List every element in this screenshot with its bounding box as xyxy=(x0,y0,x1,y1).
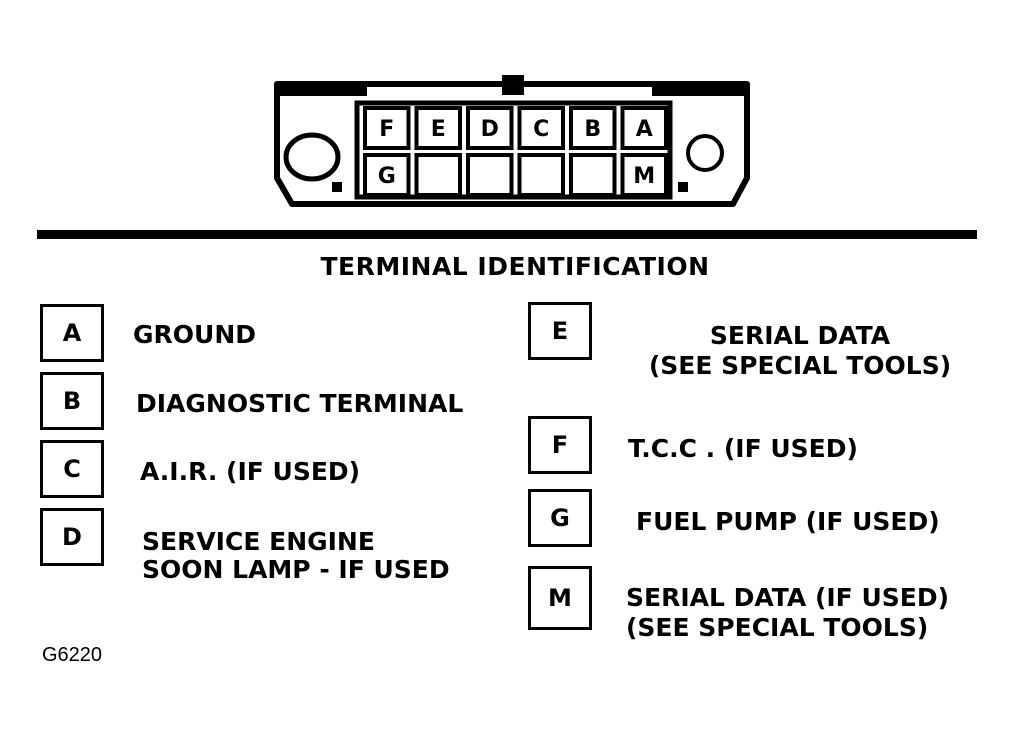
diagram-heading: TERMINAL IDENTIFICATION xyxy=(320,252,710,281)
divider-rule xyxy=(37,230,977,239)
terminal-box-m: M xyxy=(528,566,592,630)
terminal-box-d: D xyxy=(40,508,104,566)
terminal-d-description: SERVICE ENGINE SOON LAMP - IF USED xyxy=(142,527,450,584)
terminal-g-description: FUEL PUMP (IF USED) xyxy=(636,507,940,536)
pin-label-f: F xyxy=(379,117,394,142)
pin-label-e: E xyxy=(431,117,446,142)
pin-label-m: M xyxy=(633,164,655,189)
terminal-box-f: F xyxy=(528,416,592,474)
pin-cell-bottom-6 xyxy=(620,153,668,197)
pin-cell-bottom-4 xyxy=(517,153,565,197)
housing-top-bar-left xyxy=(277,82,367,96)
housing-top-bar-right xyxy=(652,82,747,96)
terminal-e-description: SERIAL DATA (SEE SPECIAL TOOLS) xyxy=(648,321,952,380)
pin-cell-top-6 xyxy=(620,106,668,150)
terminal-box-c: C xyxy=(40,440,104,498)
corner-tab-left xyxy=(332,182,342,192)
pin-cell-top-4 xyxy=(517,106,565,150)
terminal-a-description: GROUND xyxy=(133,320,256,349)
pin-label-c: C xyxy=(533,117,549,142)
terminal-b-description: DIAGNOSTIC TERMINAL xyxy=(136,389,464,418)
connector-key-tab xyxy=(502,75,524,95)
pin-cell-bottom-1 xyxy=(363,153,411,197)
pin-cell-top-1 xyxy=(363,106,411,150)
terminal-m-description: SERIAL DATA (IF USED) (SEE SPECIAL TOOLS… xyxy=(626,583,950,642)
pin-label-g: G xyxy=(378,164,396,189)
terminal-box-b: B xyxy=(40,372,104,430)
pin-cell-bottom-5 xyxy=(569,153,617,197)
pin-label-b: B xyxy=(584,117,601,142)
terminal-f-description: T.C.C . (IF USED) xyxy=(628,434,858,463)
latch-hole-left-icon xyxy=(283,132,341,182)
terminal-box-a: A xyxy=(40,304,104,362)
pin-label-d: D xyxy=(481,117,499,142)
pin-cell-bottom-2 xyxy=(414,153,462,197)
pin-label-a: A xyxy=(636,117,653,142)
latch-hole-right-icon xyxy=(686,134,724,172)
diagnostic-connector: F E D C B A G M xyxy=(274,75,750,207)
terminal-box-g: G xyxy=(528,489,592,547)
pin-cell-top-3 xyxy=(466,106,514,150)
corner-tab-right xyxy=(678,182,688,192)
pin-cell-top-5 xyxy=(569,106,617,150)
figure-id: G6220 xyxy=(42,644,103,666)
terminal-box-e: E xyxy=(528,302,592,360)
pin-cell-bottom-3 xyxy=(466,153,514,197)
terminal-c-description: A.I.R. (IF USED) xyxy=(140,457,361,486)
pin-cell-top-2 xyxy=(414,106,462,150)
